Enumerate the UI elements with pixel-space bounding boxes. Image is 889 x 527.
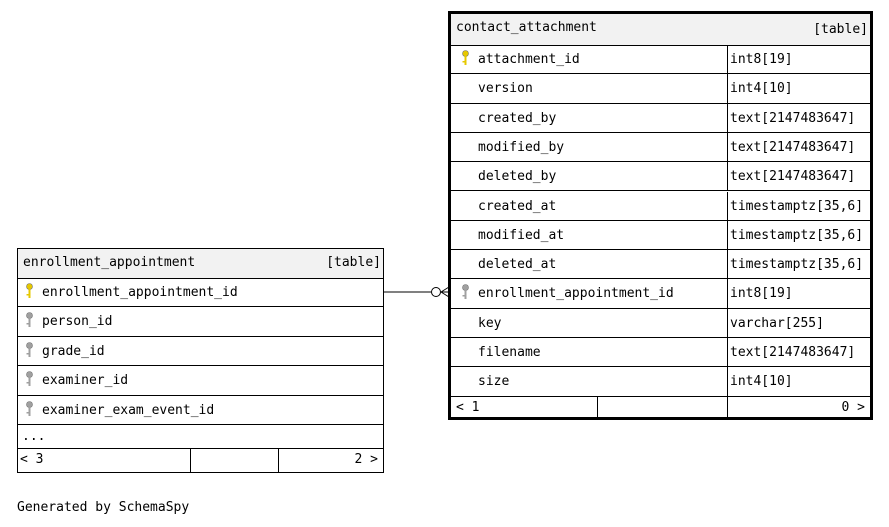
- column-type: text[2147483647]: [730, 345, 856, 360]
- table-name: enrollment_appointment: [23, 255, 196, 270]
- crowfoot-lower: [440, 291, 450, 298]
- column-name: examiner_id: [42, 373, 129, 389]
- column-type: timestamptz[35,6]: [730, 227, 864, 243]
- column-name: modified_at: [478, 227, 565, 243]
- column-row[interactable]: deleted_by text[2147483647]: [451, 162, 870, 192]
- column-row[interactable]: enrollment_appointment_id int8[19]: [451, 279, 870, 309]
- column-type: timestamptz[35,6]: [730, 198, 864, 214]
- column-type: text[2147483647]: [730, 139, 856, 155]
- primary-key-icon: [462, 50, 469, 65]
- column-name: created_at: [478, 198, 557, 214]
- column-type: int4[10]: [730, 81, 793, 97]
- column-row[interactable]: examiner_id: [18, 366, 383, 396]
- column-name: person_id: [42, 314, 113, 330]
- table-footer: < 1 0 >: [451, 397, 870, 417]
- primary-key-icon: [26, 283, 33, 298]
- column-type: int8[19]: [730, 286, 793, 302]
- foreign-key-icon: [462, 284, 469, 300]
- zero-cardinality-circle: [431, 287, 441, 297]
- column-name: modified_by: [478, 139, 565, 155]
- table-header[interactable]: enrollment_appointment [table]: [18, 249, 383, 279]
- column-name: enrollment_appointment_id: [42, 285, 238, 300]
- table-footer: < 3 2 >: [18, 449, 383, 472]
- column-row[interactable]: size int4[10]: [451, 367, 870, 397]
- parent-count-nav[interactable]: < 3: [20, 452, 44, 467]
- column-name: deleted_at: [478, 257, 557, 273]
- column-name: created_by: [478, 110, 557, 126]
- column-type: text[2147483647]: [730, 169, 856, 185]
- column-row[interactable]: deleted_at timestamptz[35,6]: [451, 250, 870, 280]
- column-type: varchar[255]: [730, 315, 824, 331]
- enrollment-appointment-table[interactable]: enrollment_appointment [table] enrollmen…: [17, 248, 384, 473]
- column-row[interactable]: examiner_exam_event_id: [18, 396, 383, 425]
- foreign-key-icon: [26, 400, 33, 416]
- column-name: deleted_by: [478, 169, 557, 185]
- foreign-key-icon: [26, 371, 33, 387]
- column-name: size: [478, 374, 510, 390]
- column-name: filename: [478, 345, 541, 360]
- column-type: int8[19]: [730, 52, 793, 67]
- column-row[interactable]: modified_at timestamptz[35,6]: [451, 220, 870, 251]
- column-row[interactable]: attachment_id int8[19]: [451, 45, 870, 75]
- column-row[interactable]: person_id: [18, 307, 383, 337]
- column-name: enrollment_appointment_id: [478, 286, 674, 302]
- column-name: examiner_exam_event_id: [42, 402, 215, 418]
- column-row[interactable]: created_by text[2147483647]: [451, 103, 870, 133]
- child-count-nav[interactable]: 2 >: [354, 452, 378, 467]
- column-type: timestamptz[35,6]: [730, 257, 864, 273]
- column-row[interactable]: key varchar[255]: [451, 308, 870, 338]
- column-row[interactable]: created_at timestamptz[35,6]: [451, 191, 870, 221]
- column-row[interactable]: grade_id: [18, 337, 383, 367]
- column-type: int4[10]: [730, 374, 793, 390]
- crowfoot-upper: [440, 286, 450, 293]
- more-columns-row: ...: [18, 425, 383, 449]
- generated-by-text: Generated by SchemaSpy: [17, 500, 190, 515]
- contact-attachment-table[interactable]: contact_attachment [table] attachment_id…: [448, 11, 873, 420]
- table-kind: [table]: [326, 255, 381, 270]
- parent-count-nav[interactable]: < 1: [456, 400, 480, 415]
- table-name: contact_attachment: [456, 20, 597, 35]
- column-name: key: [478, 315, 502, 331]
- column-name: version: [478, 81, 533, 97]
- column-row[interactable]: version int4[10]: [451, 74, 870, 104]
- table-kind: [table]: [813, 22, 868, 37]
- column-type: text[2147483647]: [730, 110, 856, 126]
- foreign-key-icon: [26, 341, 33, 357]
- foreign-key-icon: [26, 312, 33, 328]
- column-row[interactable]: filename text[2147483647]: [451, 338, 870, 368]
- table-header[interactable]: contact_attachment [table]: [451, 14, 870, 46]
- column-row[interactable]: enrollment_appointment_id: [18, 278, 383, 308]
- child-count-nav[interactable]: 0 >: [841, 400, 865, 415]
- column-name: grade_id: [42, 343, 105, 359]
- column-name: attachment_id: [478, 52, 580, 67]
- column-row[interactable]: modified_by text[2147483647]: [451, 132, 870, 163]
